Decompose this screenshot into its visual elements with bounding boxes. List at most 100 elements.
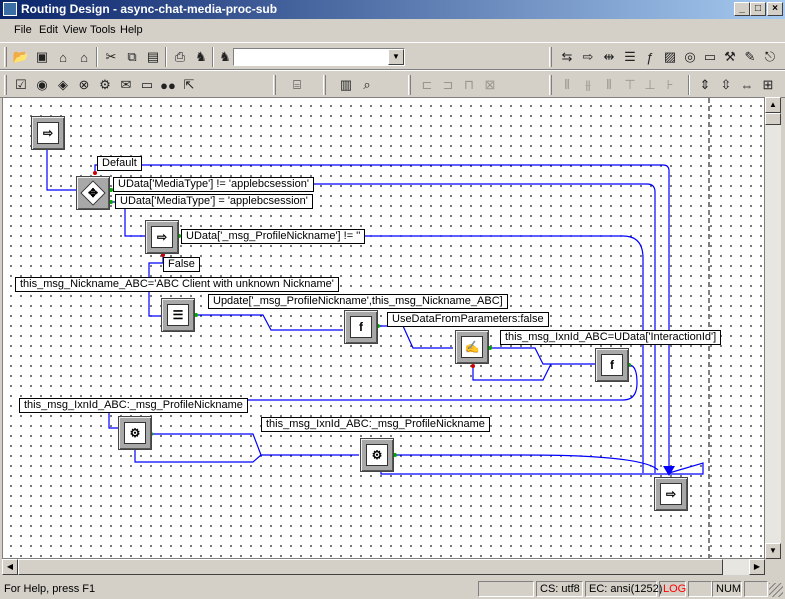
chart-icon[interactable]: ▥ (335, 74, 357, 96)
toolbar-grip[interactable] (549, 75, 552, 95)
menu-view[interactable]: View (63, 24, 87, 36)
align-a-icon[interactable]: ⊏ (416, 74, 438, 96)
open-folder-icon[interactable]: 📂 (10, 46, 32, 68)
align-b-icon[interactable]: ⊐ (437, 74, 459, 96)
vertical-scroll-thumb[interactable] (765, 113, 781, 125)
label-mediatype-ne[interactable]: UData['MediaType'] != 'applebcsession' (113, 177, 314, 192)
horizontal-scrollbar[interactable]: ◀ ▶ (2, 559, 765, 575)
function-node[interactable]: f (344, 310, 378, 344)
align-top-icon[interactable]: ⊤ (619, 74, 641, 96)
route-prev-icon[interactable]: ⇆ (556, 46, 578, 68)
function-icon: f (601, 354, 623, 376)
routing-canvas[interactable]: ⇨ ✥ ⇨ ☰ f ✍ f ⚙ ⚙ ⇨ Default UData['Media… (2, 97, 765, 559)
toolbar-grip[interactable] (323, 75, 326, 95)
label-use-data[interactable]: UseDataFromParameters:false (387, 312, 549, 327)
align-bottom-icon[interactable]: ⊦ (659, 74, 681, 96)
label-mediatype-eq[interactable]: UData['MediaType'] = 'applebcsession' (115, 194, 313, 209)
interaction-node-2[interactable]: ⚙ (360, 438, 394, 472)
align-right-icon[interactable]: ⫴ (598, 74, 620, 96)
gear-icon[interactable]: ⚙ (94, 74, 116, 96)
menu-tools[interactable]: Tools (90, 24, 116, 36)
unlock-icon[interactable]: ⌂ (73, 46, 95, 68)
label-nickname-assign[interactable]: this_msg_Nickname_ABC='ABC Client with u… (15, 277, 339, 292)
save-icon[interactable]: ▣ (31, 46, 53, 68)
status-blank-3 (744, 581, 768, 597)
resize-grip-icon[interactable] (769, 583, 783, 597)
tools-icon[interactable]: ⚒ (719, 46, 741, 68)
magnifier-icon[interactable]: ⌕ (356, 74, 378, 96)
route-node[interactable]: ⇨ (145, 220, 179, 254)
list-icon[interactable]: ☰ (619, 46, 641, 68)
lock-icon[interactable]: ⌂ (52, 46, 74, 68)
filter-icon[interactable]: ⇹ (598, 46, 620, 68)
diamond-icon[interactable]: ◈ (52, 74, 74, 96)
main-toolbar: 📂 ▣ ⌂ ⌂ ✂ ⧉ ▤ ⎙ ♞ ♞ ▼ ⇆ ⇨ ⇹ ☰ ƒ ▨ ◎ ▭ ⚒ … (0, 42, 785, 70)
window-icon[interactable]: ▭ (136, 74, 158, 96)
exit-icon[interactable]: ⎋ (759, 46, 781, 68)
inspect-icon[interactable]: ◉ (31, 74, 53, 96)
assign-node[interactable]: ☰ (161, 298, 195, 332)
target-icon[interactable]: ◎ (679, 46, 701, 68)
clip-icon[interactable]: ✎ (739, 46, 761, 68)
toolbar-grip[interactable] (408, 75, 411, 95)
link-userdata-func2 (490, 348, 595, 364)
align-c-icon[interactable]: ⊓ (458, 74, 480, 96)
exit-node[interactable]: ⇨ (654, 477, 688, 511)
entry-arrow-icon: ⇨ (37, 122, 59, 144)
space-vertical-icon[interactable]: ⇕ (694, 74, 716, 96)
script-icon[interactable]: ⌸ (286, 74, 308, 96)
checklist-icon[interactable]: ☑ (10, 74, 32, 96)
function-node-2[interactable]: f (595, 348, 629, 382)
image-icon[interactable]: ▨ (659, 46, 681, 68)
align-center-icon[interactable]: ⫵ (577, 74, 599, 96)
horizontal-scroll-thumb[interactable] (18, 559, 723, 575)
multi-decision-node[interactable]: ✥ (76, 176, 110, 210)
find-icon[interactable]: ♞ (190, 46, 212, 68)
minimize-button[interactable]: _ (734, 2, 750, 16)
scroll-down-icon[interactable]: ▼ (765, 543, 781, 559)
scroll-up-icon[interactable]: ▲ (765, 97, 781, 113)
delete-icon[interactable]: ⊠ (479, 74, 501, 96)
link-func-userdata (378, 326, 453, 348)
print-icon[interactable]: ⎙ (169, 46, 191, 68)
label-ixn-nick-1[interactable]: this_msg_IxnId_ABC:_msg_ProfileNickname (19, 398, 248, 413)
stop-icon[interactable]: ⊗ (73, 74, 95, 96)
user-data-node[interactable]: ✍ (455, 330, 489, 364)
menu-edit[interactable]: Edit (39, 24, 58, 36)
copy-icon[interactable]: ⧉ (121, 46, 143, 68)
align-middle-icon[interactable]: ⊥ (639, 74, 661, 96)
scroll-left-icon[interactable]: ◀ (2, 559, 18, 575)
label-default[interactable]: Default (97, 156, 142, 171)
search-combo[interactable]: ▼ (233, 48, 405, 66)
scroll-right-icon[interactable]: ▶ (749, 559, 765, 575)
toolbar-grip[interactable] (4, 75, 7, 95)
grid-icon[interactable]: ⊞ (757, 74, 779, 96)
chevron-down-icon[interactable]: ▼ (388, 49, 404, 65)
toolbar-grip[interactable] (549, 47, 552, 67)
maximize-button[interactable]: □ (750, 2, 766, 16)
space-horizontal-icon[interactable]: ⇔ (736, 74, 758, 96)
vertical-scrollbar[interactable]: ▲ ▼ (765, 97, 781, 559)
import-icon[interactable]: ⇱ (178, 74, 200, 96)
label-nickname-ne[interactable]: UData['_msg_ProfileNickname'] != '' (181, 229, 365, 244)
align-left-icon[interactable]: ⫴ (556, 74, 578, 96)
interaction-node[interactable]: ⚙ (118, 416, 152, 450)
label-ixn-assign[interactable]: this_msg_IxnId_ABC=UData['InteractionId'… (500, 330, 721, 345)
label-false[interactable]: False (163, 257, 200, 272)
label-ixn-nick-2[interactable]: this_msg_IxnId_ABC:_msg_ProfileNickname (261, 417, 490, 432)
menu-file[interactable]: File (14, 24, 32, 36)
close-button[interactable]: × (767, 2, 783, 16)
cut-icon[interactable]: ✂ (100, 46, 122, 68)
entry-node[interactable]: ⇨ (31, 116, 65, 150)
mail-icon[interactable]: ✉ (115, 74, 137, 96)
space-equal-icon[interactable]: ⇳ (715, 74, 737, 96)
toolbar-grip[interactable] (4, 47, 7, 67)
paste-icon[interactable]: ▤ (142, 46, 164, 68)
label-update[interactable]: Update['_msg_ProfileNickname',this_msg_N… (208, 294, 508, 309)
dots-icon[interactable]: ●● (157, 74, 179, 96)
route-next-icon[interactable]: ⇨ (577, 46, 599, 68)
function-icon[interactable]: ƒ (639, 46, 661, 68)
menu-help[interactable]: Help (120, 24, 143, 36)
card-icon[interactable]: ▭ (699, 46, 721, 68)
toolbar-grip[interactable] (273, 75, 276, 95)
